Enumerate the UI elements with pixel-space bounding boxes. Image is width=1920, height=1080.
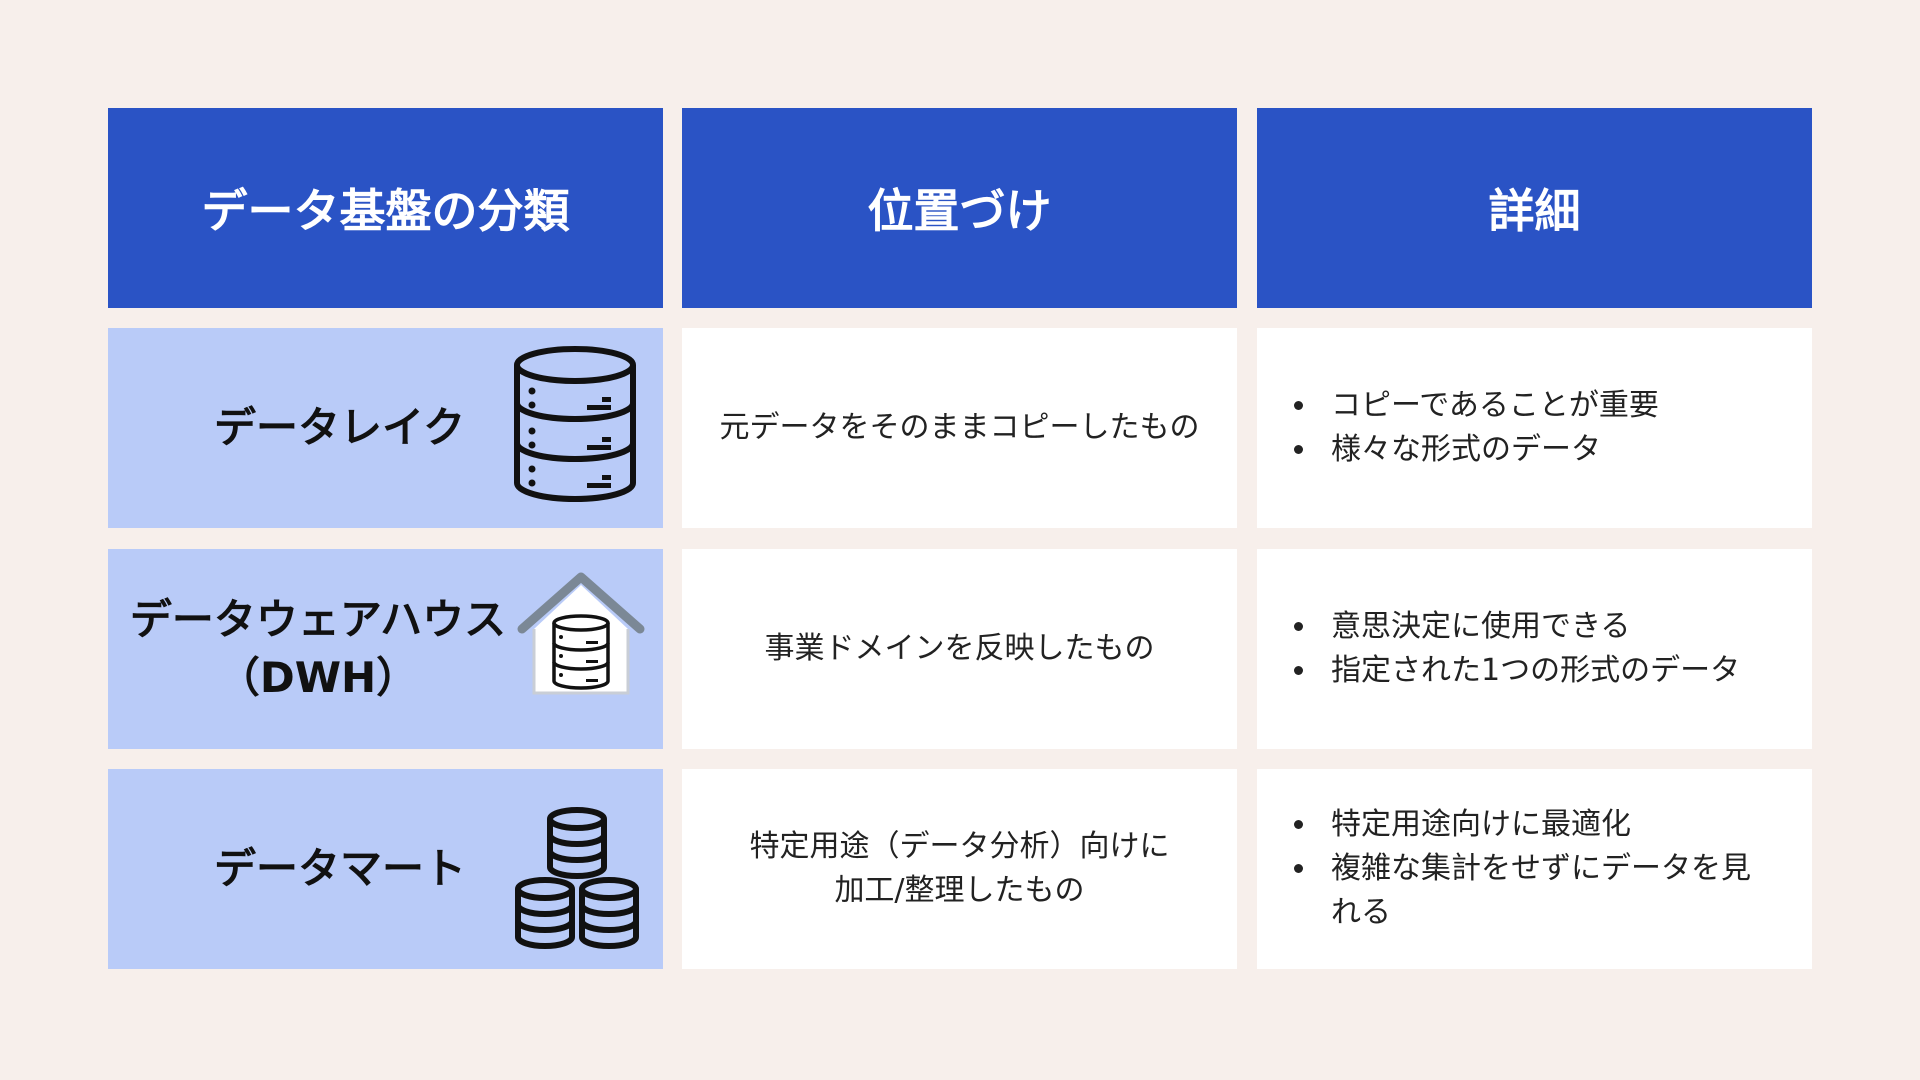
row-data-mart-label: データマート — [108, 769, 663, 969]
detail-item: コピーであることが重要 — [1319, 384, 1659, 428]
header-label: データ基盤の分類 — [201, 184, 570, 238]
header-classification: データ基盤の分類 — [108, 108, 663, 308]
header-label: 詳細 — [1488, 184, 1581, 238]
row-data-lake-details: コピーであることが重要 様々な形式のデータ — [1257, 328, 1812, 528]
header-position: 位置づけ — [682, 108, 1237, 308]
detail-item: 特定用途向けに最適化 — [1319, 803, 1769, 847]
position-text: 事業ドメインを反映したもの — [764, 631, 1155, 666]
position-text: 特定用途（データ分析）向けに — [749, 829, 1170, 864]
detail-item: 意思決定に使用できる — [1319, 605, 1740, 649]
position-text: 加工/整理したもの — [834, 873, 1085, 908]
category-name: データレイク — [214, 403, 466, 452]
database-stack-icon — [515, 807, 639, 949]
row-data-mart-details: 特定用途向けに最適化 複雑な集計をせずにデータを見れる — [1257, 769, 1812, 969]
data-warehouse-icon — [517, 572, 645, 695]
detail-item: 指定された1つの形式のデータ — [1319, 649, 1740, 693]
row-dwh-details: 意思決定に使用できる 指定された1つの形式のデータ — [1257, 549, 1812, 749]
header-label: 位置づけ — [867, 184, 1052, 238]
header-details: 詳細 — [1257, 108, 1812, 308]
category-abbrev: （DWH） — [217, 653, 419, 702]
category-name: データマート — [214, 844, 467, 893]
row-dwh-position: 事業ドメインを反映したもの — [682, 549, 1237, 749]
position-text: 元データをそのままコピーしたもの — [719, 410, 1200, 445]
row-data-lake-label: データレイク — [108, 328, 663, 528]
database-icon — [514, 346, 636, 502]
category-name: データウェアハウス （DWH） — [128, 591, 508, 707]
row-data-lake-position: 元データをそのままコピーしたもの — [682, 328, 1237, 528]
row-dwh-label: データウェアハウス （DWH） — [108, 549, 663, 749]
row-data-mart-position: 特定用途（データ分析）向けに加工/整理したもの — [682, 769, 1237, 969]
detail-item: 様々な形式のデータ — [1319, 428, 1659, 472]
category-name-line: データウェアハウス — [129, 595, 507, 644]
detail-item: 複雑な集計をせずにデータを見れる — [1319, 847, 1769, 935]
